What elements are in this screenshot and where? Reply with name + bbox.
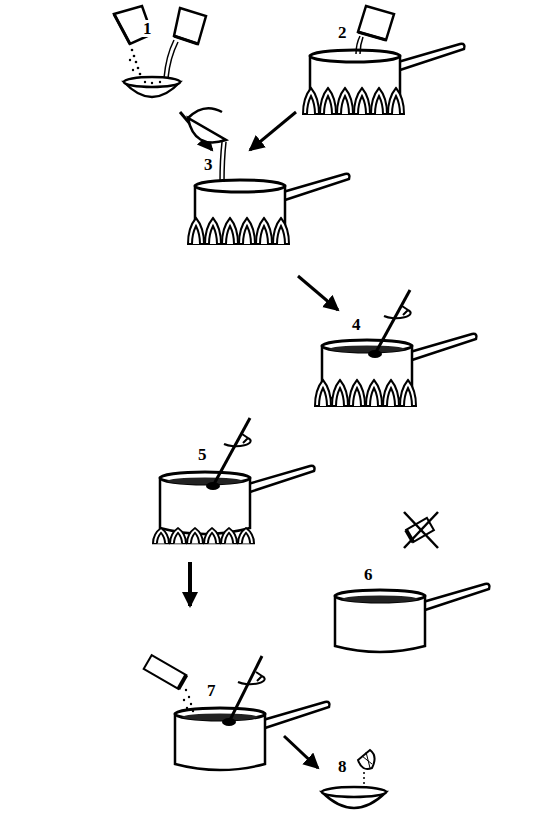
callout-number: 5 bbox=[196, 446, 209, 463]
callout-number: 4 bbox=[350, 316, 363, 333]
callout-number: 2 bbox=[336, 24, 349, 41]
callout-number: 8 bbox=[336, 758, 349, 775]
callout-number: 3 bbox=[202, 156, 215, 173]
callout-number: 1 bbox=[141, 20, 154, 37]
callout-number: 6 bbox=[362, 566, 375, 583]
callout-number: 7 bbox=[205, 682, 218, 699]
